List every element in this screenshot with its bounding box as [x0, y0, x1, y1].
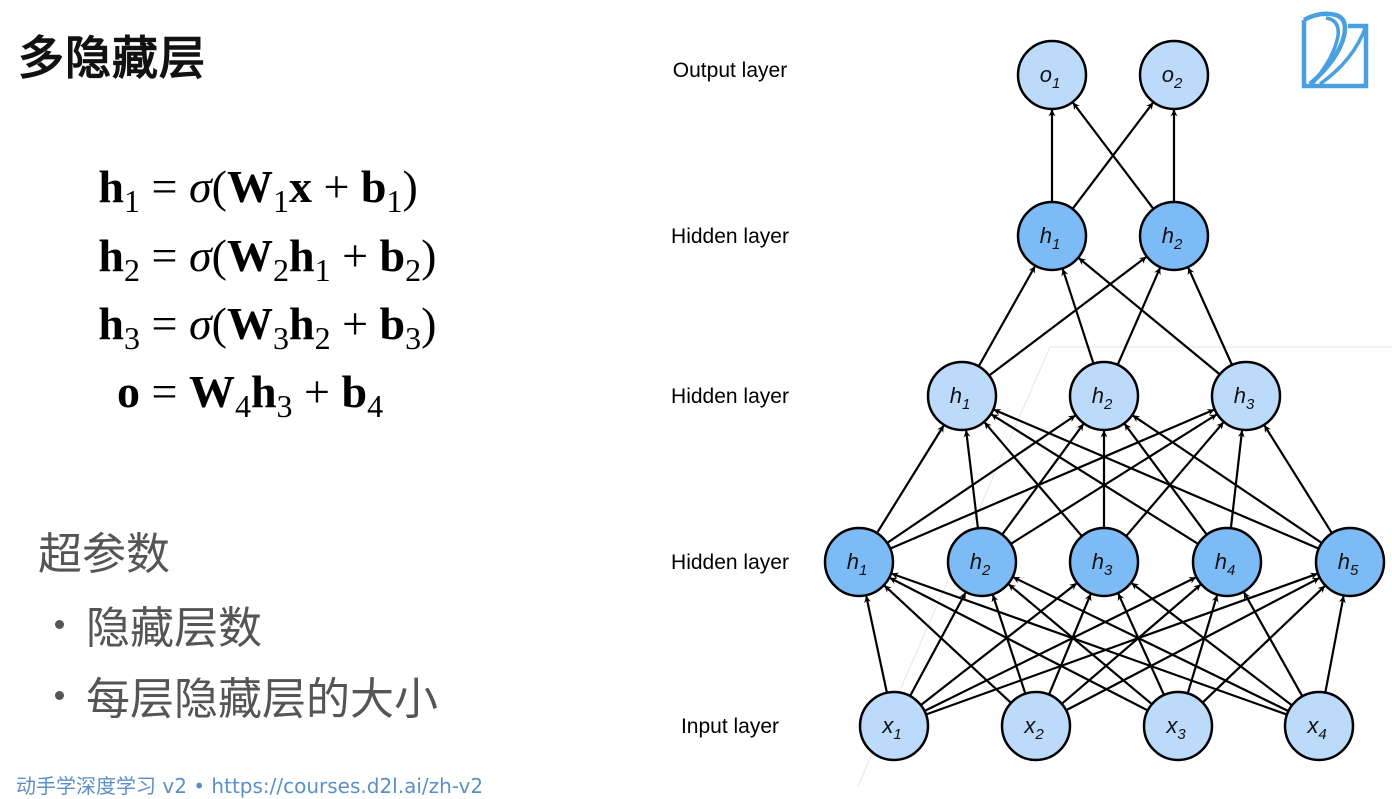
edge-arrow	[1065, 577, 1320, 712]
bullet-dot-icon	[55, 619, 64, 629]
equation-rhs: = W4h3 + b4	[151, 366, 384, 424]
edge-arrow	[1117, 593, 1166, 696]
layer-label: Output layer	[673, 59, 787, 82]
bullet-text: 隐藏层数	[86, 603, 262, 654]
edge-arrow	[991, 413, 1199, 545]
edge-arrow	[1010, 413, 1217, 545]
edge-arrow	[1123, 423, 1208, 536]
node-circle	[1314, 526, 1386, 598]
edge-arrow	[891, 572, 1288, 716]
edge-arrow	[889, 577, 1149, 712]
bullet-item: 隐藏层数	[55, 592, 262, 656]
node-h1: h1	[823, 526, 895, 598]
edge-arrow	[1072, 102, 1155, 210]
node-o2: o2	[1138, 39, 1210, 111]
bullet-item: 每层隐藏层的大小	[55, 663, 438, 727]
edges-group	[864, 102, 1346, 716]
edge-arrow	[1008, 583, 1153, 706]
d2l-logo-icon	[1301, 11, 1369, 89]
node-o1: o1	[1016, 39, 1088, 111]
node-h2: h2	[1068, 360, 1140, 432]
edge-arrow	[1187, 267, 1234, 366]
equation-lhs: h1	[98, 161, 140, 219]
node-circle	[1142, 690, 1214, 762]
layer-label: Hidden layer	[671, 225, 789, 248]
edge-arrow	[925, 572, 1318, 716]
node-h1: h1	[926, 360, 998, 432]
node-circle	[1016, 200, 1088, 272]
edge-arrow	[1061, 268, 1095, 365]
edge-arrow	[1243, 591, 1304, 697]
hyperparams-heading: 超参数	[38, 529, 170, 580]
nodes-group: x1 x2 x3 x4 h1 h2 h3 h4 h5 h1 h2 h3 h1 h2 o1 o2	[823, 39, 1386, 762]
node-x4: x4	[1283, 690, 1355, 762]
node-circle	[1191, 526, 1263, 598]
node-h3: h3	[1210, 360, 1282, 432]
edge-arrow	[1061, 583, 1202, 705]
equation-lhs: h3	[98, 298, 140, 356]
node-circle	[1068, 526, 1140, 598]
edge-arrow	[1001, 423, 1085, 536]
edge-arrow	[1125, 421, 1225, 537]
edge-arrow	[988, 256, 1147, 377]
edge-arrow	[875, 425, 945, 534]
node-circle	[1068, 360, 1140, 432]
layer-label: Hidden layer	[671, 551, 789, 574]
node-h2: h2	[1138, 200, 1210, 272]
node-circle	[1016, 39, 1088, 111]
node-x3: x3	[1142, 690, 1214, 762]
layer-label: Input layer	[681, 715, 779, 738]
edge-arrow	[993, 408, 1320, 550]
equation-rhs: = σ(W1x + b1)	[151, 161, 418, 219]
edge-arrow	[1131, 582, 1293, 707]
node-circle	[1138, 39, 1210, 111]
node-circle	[858, 690, 930, 762]
edge-arrow	[886, 414, 1076, 544]
equation-lhs: h2	[98, 230, 140, 288]
node-circle	[926, 360, 998, 432]
bullet-text: 每层隐藏层的大小	[86, 674, 438, 725]
layer-label: Hidden layer	[671, 385, 789, 408]
node-h4: h4	[1191, 526, 1263, 598]
edge-arrow	[1263, 425, 1333, 534]
node-circle	[1138, 200, 1210, 272]
edge-arrow	[864, 595, 888, 693]
node-h2: h2	[946, 526, 1018, 598]
node-circle	[946, 526, 1018, 598]
node-h5: h5	[1314, 526, 1386, 598]
edge-arrow	[1186, 594, 1219, 694]
edge-arrow	[883, 584, 1012, 704]
edge-arrow	[1048, 593, 1092, 696]
node-circle	[1000, 690, 1072, 762]
edge-arrow	[963, 430, 980, 529]
edge-arrow	[1132, 414, 1323, 544]
edge-arrow	[1012, 576, 1289, 713]
edge-arrow	[920, 582, 1078, 706]
edge-arrow	[1078, 257, 1221, 376]
node-h1: h1	[1016, 200, 1088, 272]
edge-arrow	[909, 592, 967, 697]
bullet-dot-icon	[55, 690, 64, 700]
node-circle	[823, 526, 895, 598]
node-x2: x2	[1000, 690, 1072, 762]
edge-arrow	[977, 265, 1036, 367]
node-h3: h3	[1068, 526, 1140, 598]
edge-arrow	[1201, 585, 1326, 704]
edge-arrow	[1116, 267, 1161, 366]
edge-arrow	[983, 421, 1083, 537]
node-circle	[1210, 360, 1282, 432]
slide-title: 多隐藏层	[18, 31, 206, 85]
node-x1: x1	[858, 690, 930, 762]
edge-arrow	[924, 576, 1197, 712]
edge-arrow	[1324, 595, 1346, 693]
equation-lhs: o	[117, 366, 140, 417]
equation-rhs: = σ(W3h2 + b3)	[151, 298, 437, 356]
equation-rhs: = σ(W2h1 + b2)	[151, 230, 437, 288]
node-circle	[1283, 690, 1355, 762]
